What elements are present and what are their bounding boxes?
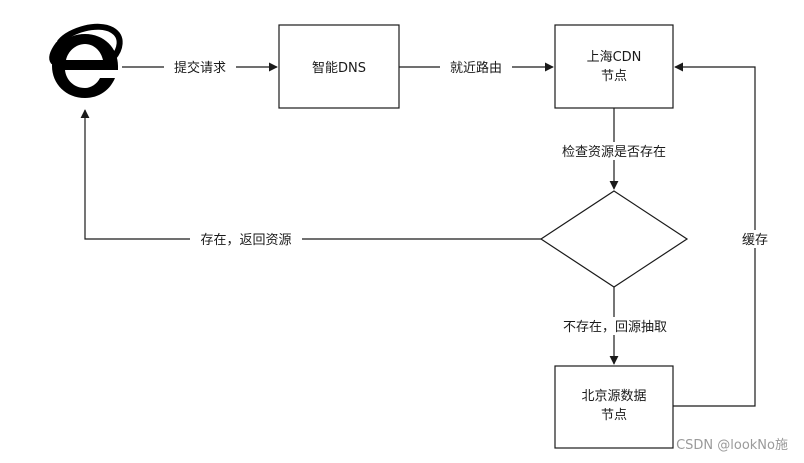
edge-label-submit-request: 提交请求: [174, 60, 226, 76]
dns-node: 智能DNS: [278, 24, 400, 109]
edge-nearest-route: 就近路由: [399, 58, 554, 76]
edge-label-exists-return: 存在，返回资源: [200, 233, 291, 248]
edge-label-not-exists-fetch: 不存在，回源抽取: [563, 320, 667, 335]
edge-submit-request: 提交请求: [122, 58, 278, 76]
cdn-node: 上海CDN 节点: [554, 24, 674, 109]
cdn-node-label-line1: 上海CDN: [587, 50, 642, 65]
cdn-node-label-line2: 节点: [601, 69, 627, 84]
edge-cache: 缓存: [673, 62, 775, 407]
edge-label-cache: 缓存: [742, 233, 768, 248]
watermark: CSDN @lookNo施: [676, 438, 788, 453]
origin-node-label-line1: 北京源数据: [581, 389, 646, 404]
edge-exists-return: 存在，返回资源: [80, 109, 541, 248]
decision-node: [539, 190, 689, 288]
origin-node-label-line2: 节点: [601, 408, 627, 423]
edge-label-nearest-route: 就近路由: [450, 60, 502, 76]
edge-not-exists-fetch: 不存在，回源抽取: [551, 287, 679, 365]
dns-node-label: 智能DNS: [312, 61, 366, 76]
origin-node: 北京源数据 节点: [554, 365, 674, 449]
internet-explorer-icon: [49, 23, 123, 98]
edge-check-exists: 检查资源是否存在: [552, 108, 678, 190]
edge-label-check-exists: 检查资源是否存在: [562, 145, 666, 160]
